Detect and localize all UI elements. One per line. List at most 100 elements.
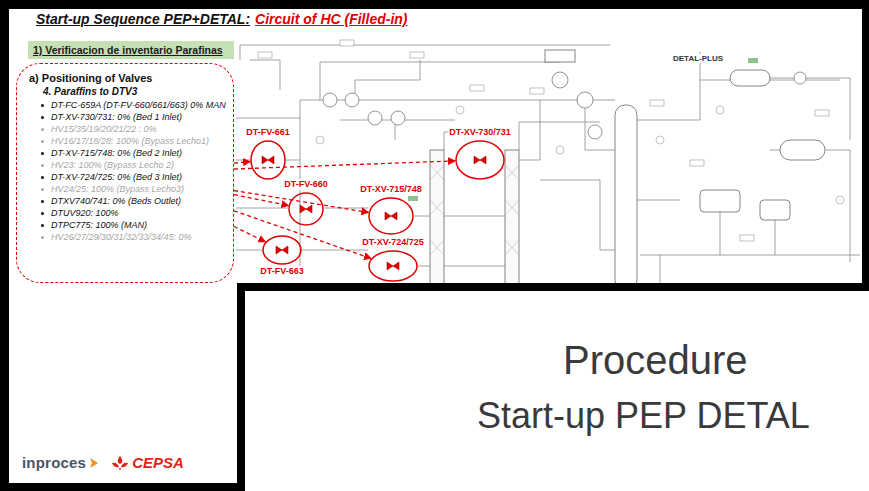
list-row: DT-XV-730/731: 0% (Bed 1 Inlet): [25, 111, 227, 123]
valve-outline: [456, 141, 504, 179]
valve-outline: [368, 197, 414, 235]
instrument-tag: [815, 110, 829, 116]
valve-symbol: [300, 205, 312, 213]
dashed-arrow: [234, 227, 265, 242]
bullet-dot: [41, 152, 44, 155]
valve-symbol: [385, 212, 397, 220]
valve-circle: DT-XV-715/748: [368, 197, 414, 235]
valve-circle: DT-XV-730/731: [455, 140, 505, 180]
valve-tag: DT-FV-661: [245, 127, 291, 138]
valve-setting: DT-XV-715/748: 0% (Bed 2 Inlet): [51, 147, 182, 159]
pipe-line: [236, 45, 860, 283]
bullet-dot: [41, 176, 44, 179]
valve-setting: DT-FC-659A (DT-FV-660/661/663) 0% MAN: [51, 99, 226, 111]
heat-exchanger: [577, 92, 593, 108]
valve-symbol: [262, 156, 274, 164]
reactor-bed: [505, 150, 519, 290]
valve-setting: DT-XV-730/731: 0% (Bed 1 Inlet): [51, 111, 182, 123]
bullet-dot: [41, 140, 44, 143]
valve-setting: HV15/35/19/20/21/22 : 0%: [51, 123, 157, 135]
bullet-dot: [41, 212, 44, 215]
column-vessel: [780, 140, 825, 160]
list-row: DT-XV-724/725: 0% (Bed 3 Inlet): [25, 171, 227, 183]
column-vessel: [700, 190, 740, 212]
logo-chevron: [90, 458, 98, 468]
column-vessel: [730, 70, 770, 86]
dashed-arrow: [234, 162, 250, 164]
valve-symbol: [387, 262, 399, 270]
bed-hatch: [505, 165, 519, 255]
instrument-tag: [836, 196, 844, 204]
list-row: HV15/35/19/20/21/22 : 0%: [25, 123, 227, 135]
valve-outline: [250, 140, 286, 180]
dashed-arrow: [234, 211, 371, 259]
list-row: DTXV740/741: 0% (Beds Outlet): [25, 195, 227, 207]
overlay-slide: ProcedureStart-up PEP DETAL: [237, 283, 869, 491]
list-row: HV26/27/29/30/31/32/33/34/45: 0%: [25, 231, 227, 243]
valve-setting: DT-XV-724/725: 0% (Bed 3 Inlet): [51, 171, 182, 183]
list-row: HV23: 100% (Bypass Lecho 2): [25, 159, 227, 171]
valve-tag: DT-XV-715/748: [359, 184, 423, 195]
company-logo-text: inproces: [22, 454, 86, 471]
heat-exchanger: [552, 72, 568, 88]
instrument-tag: [530, 88, 544, 94]
list-row: HV16/17/18/28: 100% (Bypass Lecho1): [25, 135, 227, 147]
logo-chevron: [88, 456, 100, 470]
valve-outline: [262, 235, 302, 265]
cover-title: Procedure: [563, 337, 748, 383]
instrument-tag: [456, 106, 464, 114]
valve-tag: DT-FV-663: [259, 266, 305, 277]
heat-exchanger: [588, 125, 602, 139]
column-vessel: [760, 200, 790, 220]
valve-outline: [369, 198, 413, 234]
instrument-tag: [316, 136, 324, 144]
reactor-bed: [430, 150, 519, 290]
company-logo-text: CEPSA: [132, 454, 184, 471]
instrument-tag: [470, 85, 484, 91]
instrument-tag: [258, 52, 272, 58]
instrument-tag: [650, 100, 664, 106]
bullet-dot: [41, 188, 44, 191]
valve-symbol: [276, 246, 288, 254]
bullet-dot: [41, 236, 44, 239]
bullet-dot: [41, 164, 44, 167]
area-label: DETAL-PLUS: [672, 54, 724, 63]
pipe-line: [250, 50, 615, 150]
slide-title: Start-up Sequence PEP+DETAL:: [36, 11, 250, 27]
valve-setting: DTPC775: 100% (MAN): [51, 219, 147, 231]
slide-title-highlight: Circuit of HC (Filled-in): [255, 11, 407, 27]
cepsa-mark: [110, 455, 130, 471]
list-row: DT-XV-715/748: 0% (Bed 2 Inlet): [25, 147, 227, 159]
instrument-tag: [716, 106, 724, 114]
list-row: HV24/25: 100% (Bypass Lecho3): [25, 183, 227, 195]
valve-symbol: [474, 156, 486, 164]
cover-subtitle: Start-up PEP DETAL: [477, 395, 810, 436]
valve-outline: [289, 193, 323, 225]
heat-exchanger: [794, 72, 806, 84]
heat-exchanger: [323, 93, 337, 107]
tag-patch: [408, 58, 758, 201]
column-vessel: [615, 105, 637, 290]
heat-exchanger: [391, 111, 405, 125]
valve-circle: DT-FV-661: [250, 140, 286, 180]
list-heading: a) Positioning of Valves: [29, 71, 227, 85]
list-subheading: 4. Paraffins to DTV3: [43, 85, 227, 98]
logo-row: inproces CEPSA: [22, 454, 184, 471]
tag-patch: [408, 196, 418, 201]
instrument-tag: [656, 136, 664, 144]
valve-circle: DT-XV-724/725: [368, 250, 418, 282]
valve-outline: [251, 141, 285, 179]
bed-hatch: [430, 165, 444, 255]
valve-outline: [369, 251, 417, 281]
tag-patch: [748, 58, 758, 63]
dashed-arrow: [234, 161, 455, 169]
list-row: DTUV920: 100%: [25, 207, 227, 219]
heat-exchanger: [368, 111, 382, 125]
step-heading: 1) Verificacion de inventario Parafinas: [33, 43, 229, 57]
valve-setting: HV26/27/29/30/31/32/33/34/45: 0%: [51, 231, 192, 243]
valve-setting: HV24/25: 100% (Bypass Lecho3): [51, 183, 184, 195]
instrument-tag: [410, 52, 424, 58]
valve-outline: [368, 250, 418, 282]
valve-setting: HV16/17/18/28: 100% (Bypass Lecho1): [51, 135, 209, 147]
